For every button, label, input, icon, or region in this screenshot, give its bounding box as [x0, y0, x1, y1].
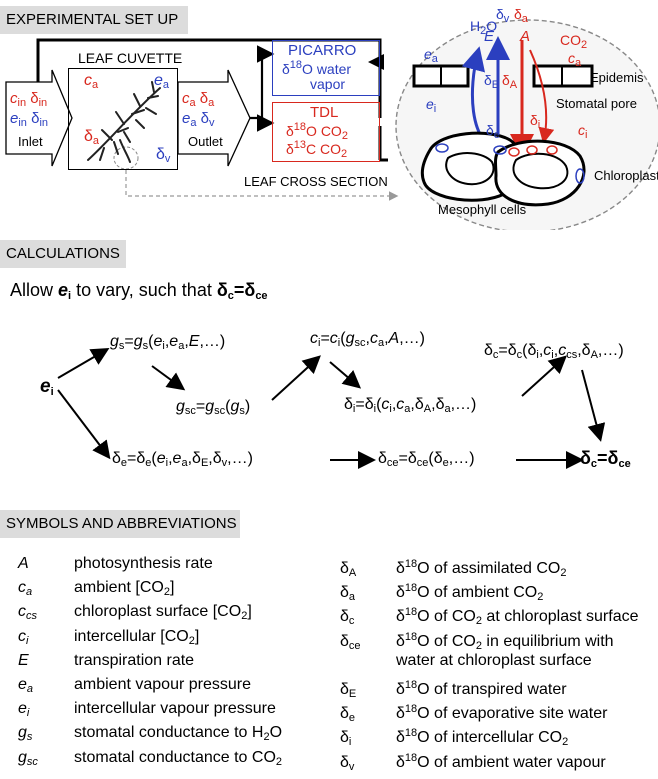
node-ci: ci=ci(gsc,ca,A,…)	[310, 330, 425, 349]
cuvette-ca: ca	[84, 72, 99, 91]
calc-intro: Allow ei to vary, such that δc=δce	[10, 280, 268, 302]
xs-delta-v: δv	[496, 6, 510, 25]
leaf-cuvette-box	[68, 68, 178, 170]
xs-epidemis-label: Epidemis	[590, 70, 644, 85]
xs-ea: ea	[424, 46, 438, 65]
leaf-sprig-drawing	[87, 81, 161, 163]
picarro-line2: vapor	[310, 76, 346, 92]
inlet-arrow-shape	[5, 69, 73, 167]
calc-flow-arrows	[57, 347, 606, 469]
section-header-calculations: CALCULATIONS	[0, 240, 126, 268]
leaf-cross-section-label: LEAF CROSS SECTION	[244, 174, 388, 189]
xs-e: E	[484, 28, 495, 45]
xs-a: A	[520, 28, 531, 45]
node-ei: ei	[40, 376, 54, 398]
xs-delta-i: δi	[530, 112, 541, 131]
cuvette-delta-v: δv	[156, 146, 171, 165]
outlet-ca: ca δa	[182, 90, 215, 109]
xs-stomatal-pore-label: Stomatal pore	[556, 96, 637, 111]
picarro-box	[272, 40, 380, 96]
inlet-label: Inlet	[18, 134, 43, 149]
xs-delta-e-cap: δE	[484, 72, 500, 91]
node-delta-ce: δce=δce(δe,…)	[378, 450, 475, 469]
leaf-cuvette-label: LEAF CUVETTE	[78, 50, 183, 66]
cuvette-delta-a: δa	[84, 128, 100, 147]
outlet-label: Outlet	[188, 134, 223, 149]
xs-co2: CO2	[560, 32, 588, 51]
outlet-arrow-shape	[177, 69, 251, 167]
picarro-title: PICARRO	[288, 42, 357, 59]
tdl-line2: δ13C CO2	[286, 139, 348, 160]
section-header-symbols: SYMBOLS AND ABBREVIATIONS	[0, 510, 240, 538]
picarro-line1: δ18O water	[282, 59, 352, 77]
node-delta-c: δc=δc(δi,ci,ccs,δA,…)	[484, 342, 624, 361]
node-gsc: gsc=gsc(gs)	[176, 398, 251, 417]
tdl-title: TDL	[310, 104, 339, 121]
inlet-cin: cin δin	[10, 90, 48, 109]
outlet-ea: ea δv	[182, 110, 215, 129]
tdl-line1: δ18O CO2	[286, 121, 348, 142]
cuvette-ea: ea	[154, 72, 170, 91]
setup-diagram-lines	[5, 19, 658, 230]
bypass-line	[36, 38, 382, 82]
xs-ca: ca	[568, 50, 582, 69]
xs-delta-a-top: δa	[514, 6, 528, 25]
xs-mesophyll-label: Mesophyll cells	[438, 202, 527, 217]
node-gs: gs=gs(ei,ea,E,…)	[110, 333, 226, 352]
xs-chloroplast-label: Chloroplast	[594, 168, 658, 183]
xs-h2o: H2O	[470, 18, 498, 37]
node-delta-i: δi=δi(ci,ca,δA,δa,…)	[344, 396, 477, 415]
mesophyll-cells-drawing	[420, 131, 586, 207]
node-delta-c-equals-delta-ce: δc=δce	[580, 448, 631, 470]
symbol-row: water at chloroplast surface	[396, 651, 592, 669]
inlet-ein: ein δin	[10, 110, 48, 129]
xs-delta-e: δe	[486, 122, 500, 141]
xs-delta-a-cap: δA	[502, 72, 518, 91]
section-header-setup: EXPERIMENTAL SET UP	[0, 6, 188, 34]
node-delta-e: δe=δe(ei,ea,δE,δv,…)	[112, 450, 253, 469]
tdl-box	[272, 102, 380, 162]
xs-ei: ei	[426, 96, 437, 115]
xs-ci: ci	[578, 122, 588, 141]
